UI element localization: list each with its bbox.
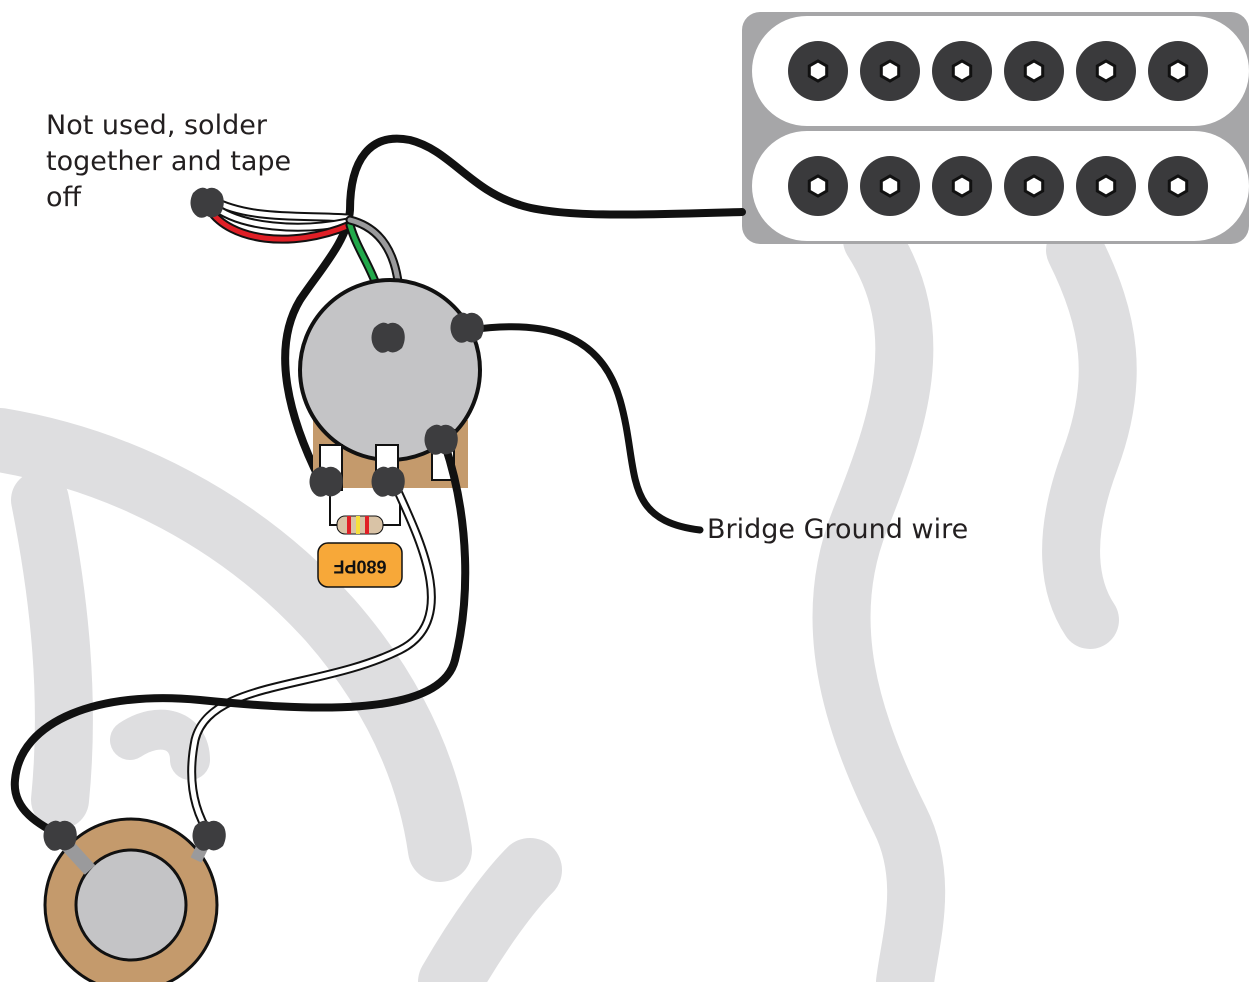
pickup-poles (788, 41, 1208, 216)
bg-swirl (110, 709, 210, 780)
pickup-pole-hex (1095, 174, 1117, 198)
resistor-band-2 (356, 516, 360, 534)
output-jack (43, 817, 219, 982)
pickup-pole-hex (951, 59, 973, 83)
bg-wavy-line-1 (812, 211, 946, 982)
pickup-pole-hex (807, 174, 829, 198)
capacitor-body (317, 542, 403, 588)
joint-pot-body (371, 322, 405, 353)
pickup-coil-bottom (752, 131, 1249, 241)
bg-curve-left (0, 408, 472, 882)
humbucker-pickup (742, 12, 1249, 244)
capacitor-label: 680PF (333, 556, 386, 576)
pickup-pole-hex (879, 59, 901, 83)
joint-jack-hot (192, 820, 226, 851)
wire-jack-hot-core (189, 482, 434, 838)
bg-bar-left (11, 471, 93, 829)
resistor-band-1 (347, 516, 351, 534)
wire-unused-white-1-core (209, 197, 351, 221)
pickup-pole-hex (1167, 59, 1189, 83)
joint-pot-lug-middle (371, 466, 405, 497)
wire-unused-red-core (207, 207, 353, 242)
wire-bridge-ground (466, 323, 704, 534)
label-bridge-ground: Bridge Ground wire (707, 514, 969, 545)
wire-jack-ground (10, 441, 470, 839)
joint-pot-ground (450, 312, 484, 343)
pickup-pole-hex (879, 174, 901, 198)
pickup-pole-hex (807, 59, 829, 83)
joint-pot-lug-right (424, 424, 458, 455)
solder-joints (43, 187, 484, 851)
label-unused-wires: Not used, solder together and tape off (46, 110, 292, 213)
treble-bleed: 680PF (317, 490, 403, 588)
wire-unused-white-2-core (209, 202, 351, 230)
jack-center (74, 848, 188, 962)
background-shapes (0, 211, 1137, 982)
pickup-pole-hex (951, 174, 973, 198)
jack-wires (10, 441, 470, 840)
wires (205, 134, 746, 534)
pickup-pole-hex (1023, 59, 1045, 83)
joint-jack-ground (43, 820, 77, 851)
pickup-pole-hex (1167, 174, 1189, 198)
bg-wavy-line-2 (1042, 221, 1137, 649)
pickup-pole-hex (1023, 174, 1045, 198)
pickup-pole-hex (1095, 59, 1117, 83)
pickup-coil-top (752, 16, 1249, 126)
joint-unused-wires (190, 187, 224, 218)
bg-curve-bottom (418, 838, 562, 982)
wire-pickup-black (281, 134, 746, 484)
resistor-band-3 (365, 516, 369, 534)
joint-pot-lug-left (309, 466, 343, 497)
